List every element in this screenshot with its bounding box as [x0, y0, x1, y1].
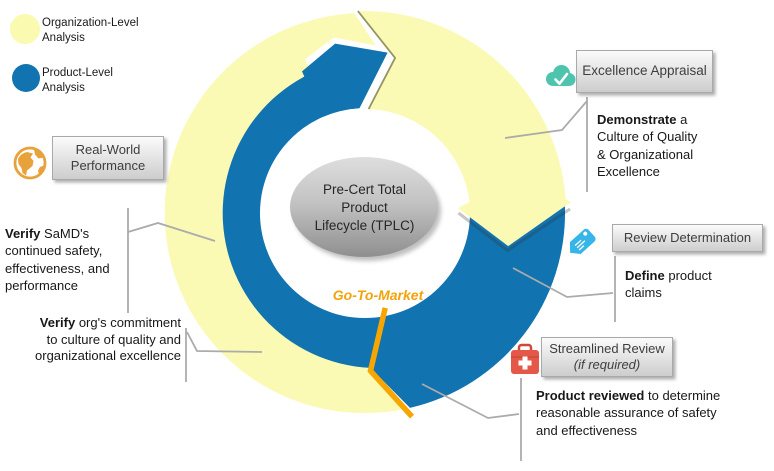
excellence-appraisal-label: Excellence Appraisal: [582, 63, 707, 79]
realworld-description-2-lead: Verify: [39, 315, 76, 330]
leader-realworld-1: [127, 222, 216, 242]
leader-excellence: [504, 100, 588, 139]
go-to-market-divider: [367, 307, 415, 419]
product-level-swatch: [12, 64, 40, 92]
product-level-arrowhead: [302, 43, 388, 118]
review-description-rest: product claims: [625, 268, 712, 301]
tag-icon: [569, 228, 596, 254]
legend-label-product: Product-Level Analysis: [42, 67, 113, 94]
streamlined-review-box: Streamlined Review (if required): [541, 337, 673, 377]
center-title: Pre-Cert Total Product Lifecycle (TPLC): [314, 182, 415, 233]
leader-realworld-2: [186, 331, 263, 353]
review-description-lead: Define: [625, 268, 665, 283]
review-determination-box: Review Determination: [612, 224, 763, 252]
organization-level-outer-band: [164, 13, 407, 414]
excellence-description: Demonstrate a Culture of Quality & Organ…: [597, 111, 727, 180]
review-description: Define product claims: [625, 267, 745, 302]
legend-label-organization: Organization-Level Analysis: [42, 17, 139, 44]
cloud-check-icon: [546, 65, 576, 86]
organization-level-swatch: [10, 14, 40, 44]
streamlined-description-lead: Product reviewed: [536, 388, 645, 403]
streamlined-description-rest: to determine reasonable assurance of saf…: [536, 388, 721, 438]
leader-lines: [127, 97, 616, 461]
realworld-description-2: Verify org's commitment to culture of qu…: [10, 315, 181, 365]
excellence-description-rest: a Culture of Quality & Organizational Ex…: [597, 112, 698, 179]
leader-review: [512, 267, 614, 298]
product-level-arc: [210, 43, 566, 408]
leader-streamlined: [421, 383, 520, 419]
go-to-market-label: Go-To-Market: [332, 287, 424, 303]
real-world-performance-box: Real-World Performance: [52, 136, 164, 180]
arrowhead-shadow: [457, 207, 571, 253]
streamlined-review-label: Streamlined Review: [549, 340, 665, 356]
first-aid-kit-icon: [511, 343, 539, 374]
realworld-description-1-rest: SaMD's continued safety, effectiveness, …: [5, 226, 110, 293]
notch-shadow: [357, 10, 396, 110]
real-world-performance-label: Real-World Performance: [70, 141, 146, 173]
globe-icon: [13, 146, 47, 180]
organization-level-arc-head: [357, 11, 571, 247]
excellence-description-lead: Demonstrate: [597, 112, 677, 127]
center-ellipse: [290, 157, 438, 257]
realworld-description-1-lead: Verify: [5, 226, 41, 241]
streamlined-review-sublabel: (if required): [573, 357, 641, 372]
excellence-appraisal-box: Excellence Appraisal: [576, 50, 713, 93]
streamlined-description: Product reviewed to determine reasonable…: [536, 387, 721, 439]
realworld-description-2-rest: org's commitment to culture of quality a…: [35, 315, 181, 363]
realworld-description-1: Verify SaMD's continued safety, effectiv…: [5, 225, 130, 294]
review-determination-label: Review Determination: [623, 229, 752, 245]
